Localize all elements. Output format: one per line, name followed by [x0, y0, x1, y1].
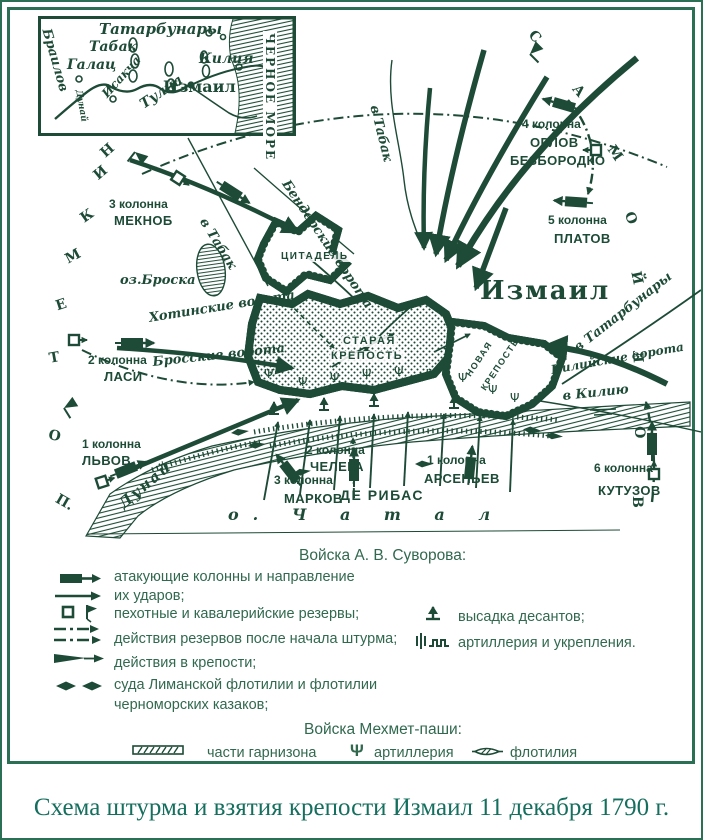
legend-item-enemy-flotilla: флотилия — [510, 745, 578, 761]
garrison-lines — [151, 413, 561, 473]
column1-name: ЛЬВОВ — [82, 453, 132, 468]
svg-text:Ψ: Ψ — [362, 367, 371, 381]
column2-landing-name: ЧЕЛЕГА — [310, 459, 364, 474]
izmail-city-label: Измаил — [480, 276, 611, 306]
column5-name: ПЛАТОВ — [554, 231, 611, 246]
legend-item-ships-line1: суда Лиманской флотилии и флотилии — [114, 677, 378, 693]
reserve-routes — [81, 99, 668, 503]
inset-label-tabak: Табак — [89, 39, 138, 55]
legend-title-russian: Войска А. В. Суворова: — [299, 547, 467, 564]
legend-item-reserve-actions: действия резервов после начала штурма; — [114, 631, 398, 647]
legend-item-garrison: части гарнизона — [207, 745, 317, 761]
legend-symbol-landing — [426, 606, 440, 621]
chatal-island-label: о. Ч а т а л — [228, 505, 505, 524]
river-danube-shape — [84, 401, 691, 539]
column4-name1: ОРЛОВ — [530, 135, 579, 150]
legend-symbol-fortress-actions — [54, 654, 104, 663]
svg-text:Ψ: Ψ — [488, 383, 497, 397]
column1-number: 1 колонна — [82, 437, 141, 451]
lake-broska-label: оз.Броска — [120, 273, 196, 288]
legend-item-reserves: пехотные и кавалерийские резервы; — [114, 606, 360, 622]
legend-item-enemy-artillery: артиллерия — [374, 745, 454, 761]
legend-symbol-garrison — [132, 745, 184, 755]
column2-name: ЛАСИ — [104, 369, 143, 384]
legend-item-ships-line2: черноморских казаков; — [114, 697, 269, 713]
legend-symbol-artillery-fortification — [416, 633, 449, 649]
svg-text:Ψ: Ψ — [510, 391, 519, 405]
svg-text:Ψ: Ψ — [394, 365, 403, 379]
legend-item-attack-line1: атакующие колонны и направление — [114, 569, 355, 585]
samoylov-letter: О — [631, 425, 648, 439]
column5-number: 5 колонна — [548, 213, 607, 227]
svg-text:Ψ: Ψ — [298, 375, 307, 389]
column3-landing-number: 3 колонна — [274, 473, 333, 487]
inset-label-kiliya: Килия — [199, 51, 254, 67]
svg-text:Ψ: Ψ — [426, 367, 435, 381]
lake-broska-shape — [195, 243, 227, 297]
old-fortress-label1: СТАРАЯ — [342, 335, 397, 347]
artillery-symbols: Ψ Ψ Ψ Ψ Ψ Ψ Ψ Ψ Ψ — [264, 365, 519, 405]
column6-number: 6 колонна — [594, 461, 653, 475]
legend-title-enemy: Войска Мехмет-паши: — [304, 721, 462, 738]
inset-map: Татарбунары Табак Галац Килия Измаил Тул… — [38, 16, 296, 164]
inset-label-tatarbunary: Татарбунары — [99, 20, 223, 38]
column3-name: МЕКНОБ — [114, 213, 173, 228]
attack-arrows — [116, 49, 669, 473]
svg-text:Ψ: Ψ — [458, 371, 467, 385]
inset-label-galac: Галац — [67, 57, 117, 73]
legend-symbol-attack-columns — [55, 574, 101, 601]
inset-label-black-sea: ЧЕРНОЕ МОРЕ — [263, 31, 277, 164]
inset-label-izmail: Измаил — [163, 77, 236, 96]
legend-symbol-enemy-artillery: Ψ — [350, 741, 364, 760]
column6-name: КУТУЗОВ — [598, 483, 661, 498]
legend-item-fortress-actions: действия в крепости; — [114, 655, 257, 671]
legend-symbol-reserves — [61, 605, 97, 623]
column4-name2: БЕЗБОРОДКО — [510, 153, 606, 168]
legend-item-artillery-fortification: артиллерия и укрепления. — [458, 635, 636, 651]
flotilla-arrows — [263, 411, 516, 501]
new-fortress-shape — [441, 317, 567, 421]
old-fortress-label2: КРЕПОСТЬ — [330, 350, 405, 362]
column2-number: 2 колонна — [88, 353, 147, 367]
map-caption: Схема штурма и взятия крепости Измаил 11… — [33, 794, 670, 821]
column1-landing-name: АРСЕНЬЕВ — [424, 471, 500, 486]
legend-symbol-reserve-actions — [54, 625, 101, 644]
column1-landing-number: 1 колонна — [427, 453, 486, 467]
column2-landing-number: 2 колонна — [306, 443, 365, 457]
column3-landing-name: МАРКОВ — [284, 491, 343, 506]
svg-text:Ψ: Ψ — [330, 371, 339, 385]
legend-symbol-flotilla-ships — [56, 681, 102, 691]
column3-number: 3 колонна — [109, 197, 168, 211]
legend-item-attack-line2: их ударов; — [114, 588, 185, 604]
potemkin-letter: Т — [47, 349, 61, 367]
legend-item-landing: высадка десантов; — [458, 609, 585, 625]
legend-symbol-enemy-flotilla — [472, 747, 503, 756]
svg-text:Ψ: Ψ — [264, 367, 273, 381]
samoylov-letter: Й — [627, 269, 646, 287]
inset-drawing — [54, 19, 293, 133]
citadel-label: ЦИТАДЕЛЬ — [280, 251, 350, 262]
column4-number: 4 колонна — [522, 117, 581, 131]
deribas-label: ДЕ РИБАС — [340, 487, 425, 503]
